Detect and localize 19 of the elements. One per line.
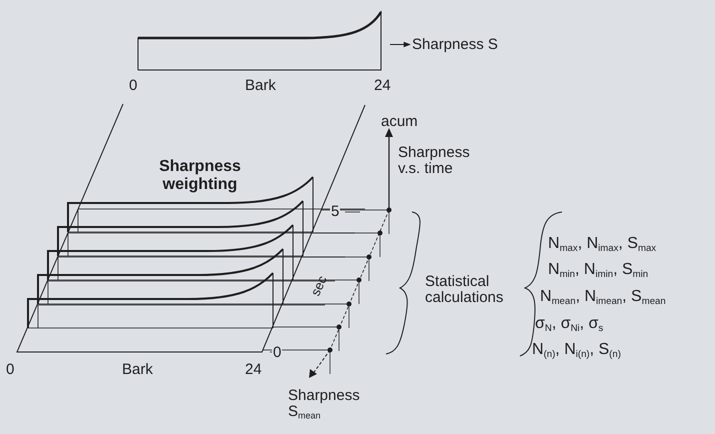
- axis-label: acum: [381, 114, 418, 130]
- output-label: Sharpness S: [412, 36, 498, 53]
- formula-text: N$_{mean}$, N$_{imean}$, S$_{mean}$: [540, 289, 666, 305]
- formula-text: N$_{(n)}$, N$_{i(n)}$, S$_{(n)}$: [532, 342, 621, 358]
- axis-label: Sharpness S$_{mean}$: [288, 388, 361, 420]
- process-label: Statistical calculations: [425, 274, 504, 306]
- axis-label: Bark: [245, 78, 276, 94]
- formula-text: N$_{min}$, N$_{imin}$, S$_{min}$: [548, 262, 648, 278]
- plot-title: Sharpness weighting: [158, 158, 242, 194]
- axis-tick-label: 0: [129, 78, 138, 94]
- axis-tick-label: 24: [245, 362, 262, 378]
- axis-label: Sharpness v.s. time: [398, 145, 471, 177]
- axis-label: Bark: [122, 362, 153, 378]
- formula-text: σ$_{N}$, σ$_{Ni}$, σ$_{s}$: [535, 316, 604, 332]
- axis-tick-label: 24: [374, 78, 391, 94]
- arrow: [390, 42, 411, 48]
- formula-text: N$_{max}$, N$_{imax}$, S$_{max}$: [548, 236, 656, 252]
- axis-tick-label: 0: [6, 362, 14, 378]
- axis-label: sec: [308, 273, 331, 299]
